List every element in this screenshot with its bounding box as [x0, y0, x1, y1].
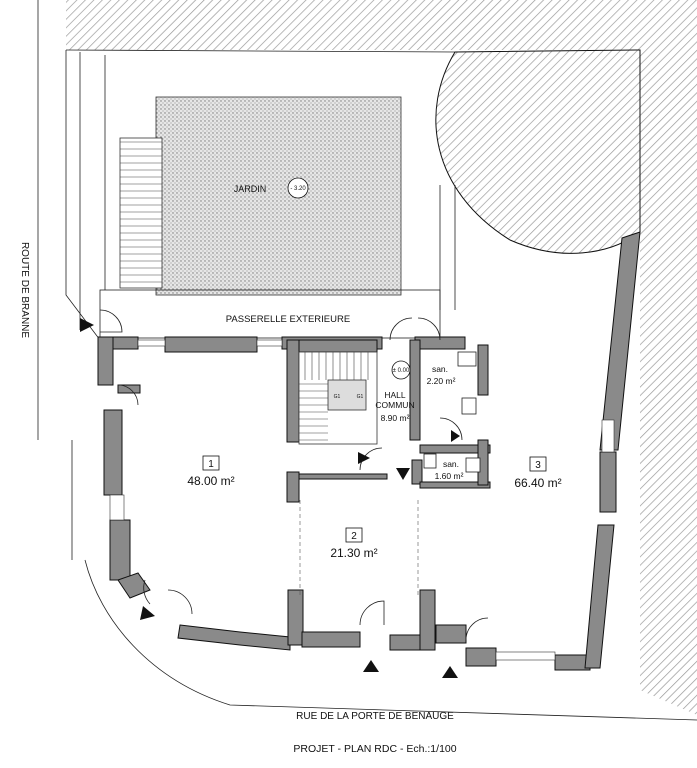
neighbour-hatch-right	[640, 50, 697, 715]
site-boundary-left	[65, 50, 101, 341]
neighbour-hatch-top	[66, 0, 697, 50]
exterior-stairs	[119, 137, 163, 289]
sanitary-1-area: 2.20 m²	[427, 376, 456, 386]
unit-number-box	[529, 456, 547, 472]
building-walls	[97, 231, 641, 671]
sanitary-fixtures	[423, 351, 481, 473]
windows	[109, 339, 615, 661]
unit-1-number: 1	[208, 459, 214, 470]
unit-3-area: 66.40 m²	[514, 476, 561, 490]
sanitary-2-area: 1.60 m²	[435, 471, 464, 481]
garden-area	[155, 96, 402, 296]
unit-3-number: 3	[535, 460, 541, 471]
garden-level: - 3.20	[290, 186, 306, 192]
entry-arrow-icon	[451, 430, 460, 442]
stair-mark: G1	[334, 394, 341, 400]
doors	[99, 309, 489, 641]
street-label-bottom: RUE DE LA PORTE DE BENAUGE	[296, 711, 454, 722]
unit-2-area: 21.30 m²	[330, 546, 377, 560]
entry-arrow-icons	[80, 318, 460, 678]
street-label-left: ROUTE DE BRANNE	[19, 242, 30, 338]
stair-mark: G1	[357, 394, 364, 400]
entry-arrow-icon	[358, 452, 370, 464]
sanitary-2-name: san.	[443, 459, 459, 469]
street-line-corner	[84, 559, 697, 721]
entry-arrow-icon	[396, 468, 410, 480]
hall-area: 8.90 m²	[381, 413, 410, 423]
entry-arrow-icon	[442, 666, 458, 678]
hall-name-line2: COMMUN	[375, 400, 414, 410]
entry-arrow-icon	[140, 606, 155, 620]
unit-number-box	[202, 455, 220, 471]
hall-level: ± 0.00	[393, 368, 410, 374]
level-marker-icon	[287, 177, 309, 199]
entry-arrow-icon	[80, 318, 94, 332]
walkway-label: PASSERELLE EXTERIEURE	[226, 314, 350, 325]
unit-number-box	[345, 527, 363, 543]
site-boundary-top	[65, 49, 456, 53]
plan-title: PROJET - PLAN RDC - Ech.:1/100	[293, 743, 456, 755]
entry-arrow-icon	[363, 660, 379, 672]
garden-label: JARDIN	[234, 184, 267, 194]
sanitary-1-name: san.	[432, 364, 448, 374]
hall-name-line1: HALL	[384, 390, 406, 400]
unit-2-number: 2	[351, 531, 357, 542]
walkway-outline	[99, 289, 441, 339]
curved-hatch-zone	[435, 49, 641, 254]
interior-stairs	[298, 351, 378, 445]
level-marker-icon	[391, 360, 411, 380]
unit-1-area: 48.00 m²	[187, 474, 234, 488]
